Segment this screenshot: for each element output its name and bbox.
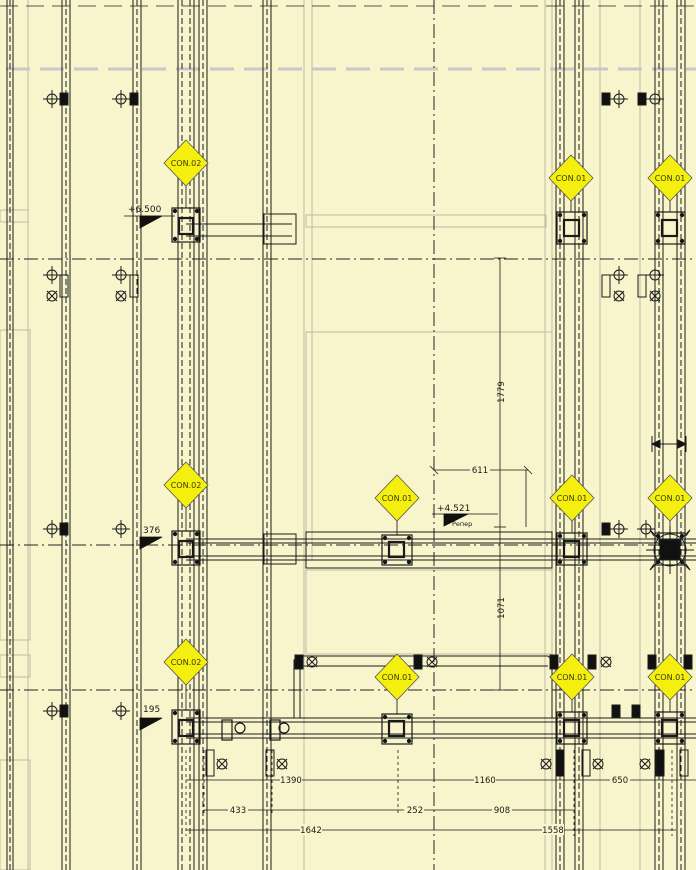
dim-label: 1390 xyxy=(280,776,302,786)
marker xyxy=(637,266,664,298)
axis-markers xyxy=(43,90,693,777)
dim-label: 1642 xyxy=(300,826,322,836)
base-plate-c3 xyxy=(556,711,588,745)
tag-label: CON.01 xyxy=(556,174,587,183)
level-label: +4.521 xyxy=(437,504,470,514)
tag-label: CON.02 xyxy=(171,159,202,168)
marker xyxy=(637,90,664,108)
marker xyxy=(649,290,661,302)
marker xyxy=(205,749,228,777)
marker xyxy=(637,520,655,538)
tag-label: CON.01 xyxy=(655,673,686,682)
marker xyxy=(112,90,139,108)
tag-label: CON.01 xyxy=(557,673,588,682)
connection-detail-cluster xyxy=(646,526,694,574)
level-label: 195 xyxy=(143,705,160,715)
dim-label: 611 xyxy=(472,466,488,476)
dim-label: 433 xyxy=(230,806,246,816)
marker xyxy=(601,266,628,298)
marker xyxy=(601,520,628,538)
marker xyxy=(115,290,127,302)
base-plate-b3 xyxy=(556,532,588,566)
dim-label-vertical: 1071 xyxy=(497,597,507,619)
marker xyxy=(43,266,69,298)
marker xyxy=(112,266,139,298)
con-tags: CON.02 CON.01 CON.01 CON.02 CON.01 CON.0… xyxy=(163,139,693,714)
beam-lines xyxy=(186,213,696,739)
level-labels: +6.500 +4.521 376 195 Репер xyxy=(128,205,472,715)
tag-label: CON.02 xyxy=(171,481,202,490)
marker xyxy=(611,704,641,718)
level-label: 376 xyxy=(143,526,160,536)
marker xyxy=(549,654,612,670)
marker xyxy=(112,520,130,538)
tag-label: CON.02 xyxy=(171,658,202,667)
marker xyxy=(647,654,693,670)
tag-label: CON.01 xyxy=(557,494,588,503)
marker xyxy=(613,290,625,302)
dim-label: 1160 xyxy=(474,776,496,786)
level-label: +6.500 xyxy=(128,205,162,215)
marker xyxy=(43,702,69,720)
marker xyxy=(43,520,69,538)
marker xyxy=(294,654,318,670)
marker xyxy=(43,90,69,108)
marker xyxy=(46,290,58,302)
marker xyxy=(540,749,604,777)
marker xyxy=(639,749,689,777)
benchmark-label: Репер xyxy=(452,520,472,528)
dim-label: 908 xyxy=(494,806,510,816)
marker xyxy=(650,436,688,452)
dim-label: 650 xyxy=(612,776,628,786)
base-plate-a2 xyxy=(556,211,588,245)
tag-label: CON.01 xyxy=(655,174,686,183)
marker xyxy=(265,749,288,777)
slab-outlines xyxy=(0,0,641,870)
tag-label: CON.01 xyxy=(382,673,413,682)
level-marks xyxy=(124,215,498,731)
tag-label: CON.01 xyxy=(382,494,413,503)
marker xyxy=(601,90,628,108)
dimension-labels: 1779 1071 611 1390 1160 650 433 252 908 … xyxy=(228,381,630,836)
dim-label: 252 xyxy=(407,806,423,816)
marker xyxy=(112,702,130,720)
marker xyxy=(413,654,438,670)
tag-label: CON.01 xyxy=(655,494,686,503)
dim-label-vertical: 1779 xyxy=(497,381,507,403)
dim-label: 1558 xyxy=(542,826,564,836)
